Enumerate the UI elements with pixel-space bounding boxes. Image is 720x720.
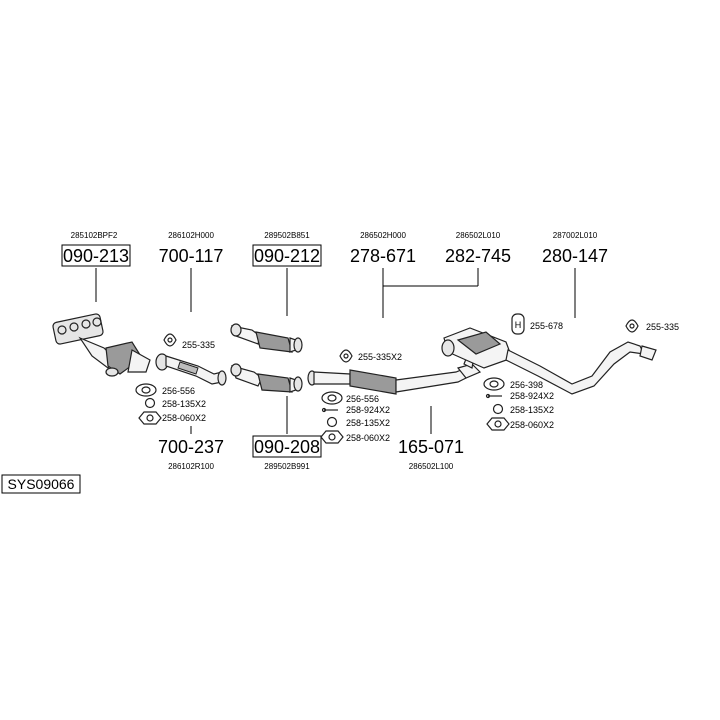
diagram-id-box: [1, 474, 81, 494]
accessory-labels: 255-335 256-556 258-135X2 258-060X2 255-…: [162, 321, 679, 443]
accessory-label[interactable]: 258-135X2: [510, 405, 554, 415]
hex-nut-icon: [486, 417, 510, 431]
accessory-label[interactable]: 256-398: [510, 380, 543, 390]
rubber-hanger-icon: [339, 349, 353, 363]
accessory-label[interactable]: 255-335: [646, 322, 679, 332]
diagram-id: SYS09066: [1, 474, 81, 494]
part-090-213[interactable]: 285102BPF2 090-213: [61, 231, 131, 267]
accessory-label[interactable]: 255-335X2: [358, 352, 402, 362]
oem-number: 287002L010: [553, 231, 598, 240]
oem-number: 289502B851: [264, 231, 310, 240]
accessory-label[interactable]: 255-335: [182, 340, 215, 350]
gasket-icon: [483, 377, 505, 391]
part-number: 090-212: [254, 246, 320, 266]
part-282-745[interactable]: 286502L010 282-745: [445, 231, 511, 266]
part-number: 280-147: [542, 246, 608, 266]
part-700-117[interactable]: 286102H000 700-117: [159, 231, 224, 266]
bolt-icon: [485, 393, 502, 399]
part-number: 278-671: [350, 246, 416, 266]
accessory-label[interactable]: 258-060X2: [162, 413, 206, 423]
part-278-671[interactable]: 286502H000 278-671: [350, 231, 416, 266]
part-165-071[interactable]: 165-071 286502L100: [398, 437, 464, 471]
leader-lines: [95, 268, 576, 434]
catalyst-upper-illustration: [230, 323, 303, 353]
accessory-label[interactable]: 258-924X2: [346, 405, 390, 415]
part-number: 282-745: [445, 246, 511, 266]
oem-number: 285102BPF2: [71, 231, 118, 240]
middle-pipe-illustration: [307, 353, 482, 395]
rubber-hanger-icon: [163, 333, 177, 347]
accessory-label[interactable]: 258-924X2: [510, 391, 554, 401]
rear-silencer-illustration: [441, 327, 657, 395]
part-090-208[interactable]: 090-208 289502B991: [252, 435, 322, 471]
part-number: 165-071: [398, 437, 464, 457]
oem-number: 286502L010: [456, 231, 501, 240]
diagram-id-text: SYS09066: [8, 476, 75, 492]
front-pipe-illustration: [155, 353, 227, 386]
part-number: 090-213: [63, 246, 129, 266]
oem-number: 286502L100: [409, 462, 454, 471]
part-number: 700-237: [158, 437, 224, 457]
part-box: [61, 244, 131, 267]
hex-nut-icon: [138, 411, 162, 425]
oem-number: 286502H000: [360, 231, 406, 240]
accessory-label[interactable]: 258-060X2: [510, 420, 554, 430]
accessory-label[interactable]: 256-556: [162, 386, 195, 396]
spring-washer-icon: [144, 397, 156, 409]
rubber-hanger-icon: [625, 319, 639, 333]
bolt-icon: [321, 407, 338, 413]
catalyst-lower-illustration: [230, 363, 303, 393]
svg-text:H: H: [515, 320, 522, 330]
spring-washer-icon: [326, 416, 338, 428]
oem-number: 286102H000: [168, 231, 214, 240]
oem-number: 286102R100: [168, 462, 214, 471]
part-box: [252, 244, 322, 267]
accessory-label[interactable]: 258-060X2: [346, 433, 390, 443]
accessory-label[interactable]: 255-678: [530, 321, 563, 331]
gasket-icon: [321, 391, 343, 405]
part-700-237[interactable]: 700-237 286102R100: [158, 437, 224, 471]
spring-washer-icon: [492, 403, 504, 415]
part-number: 700-117: [159, 246, 224, 266]
h-clamp-icon: H: [511, 313, 525, 335]
hex-nut-icon: [320, 430, 344, 444]
part-280-147[interactable]: 287002L010 280-147: [542, 231, 608, 266]
accessory-label[interactable]: 256-556: [346, 394, 379, 404]
manifold-catalyst-illustration: [52, 313, 151, 377]
part-box: [252, 435, 322, 458]
oem-number: 289502B991: [264, 462, 310, 471]
accessory-label[interactable]: 258-135X2: [346, 418, 390, 428]
accessory-label[interactable]: 258-135X2: [162, 399, 206, 409]
part-090-212[interactable]: 289502B851 090-212: [252, 231, 322, 267]
gasket-icon: [135, 383, 157, 397]
part-number: 090-208: [254, 437, 320, 457]
